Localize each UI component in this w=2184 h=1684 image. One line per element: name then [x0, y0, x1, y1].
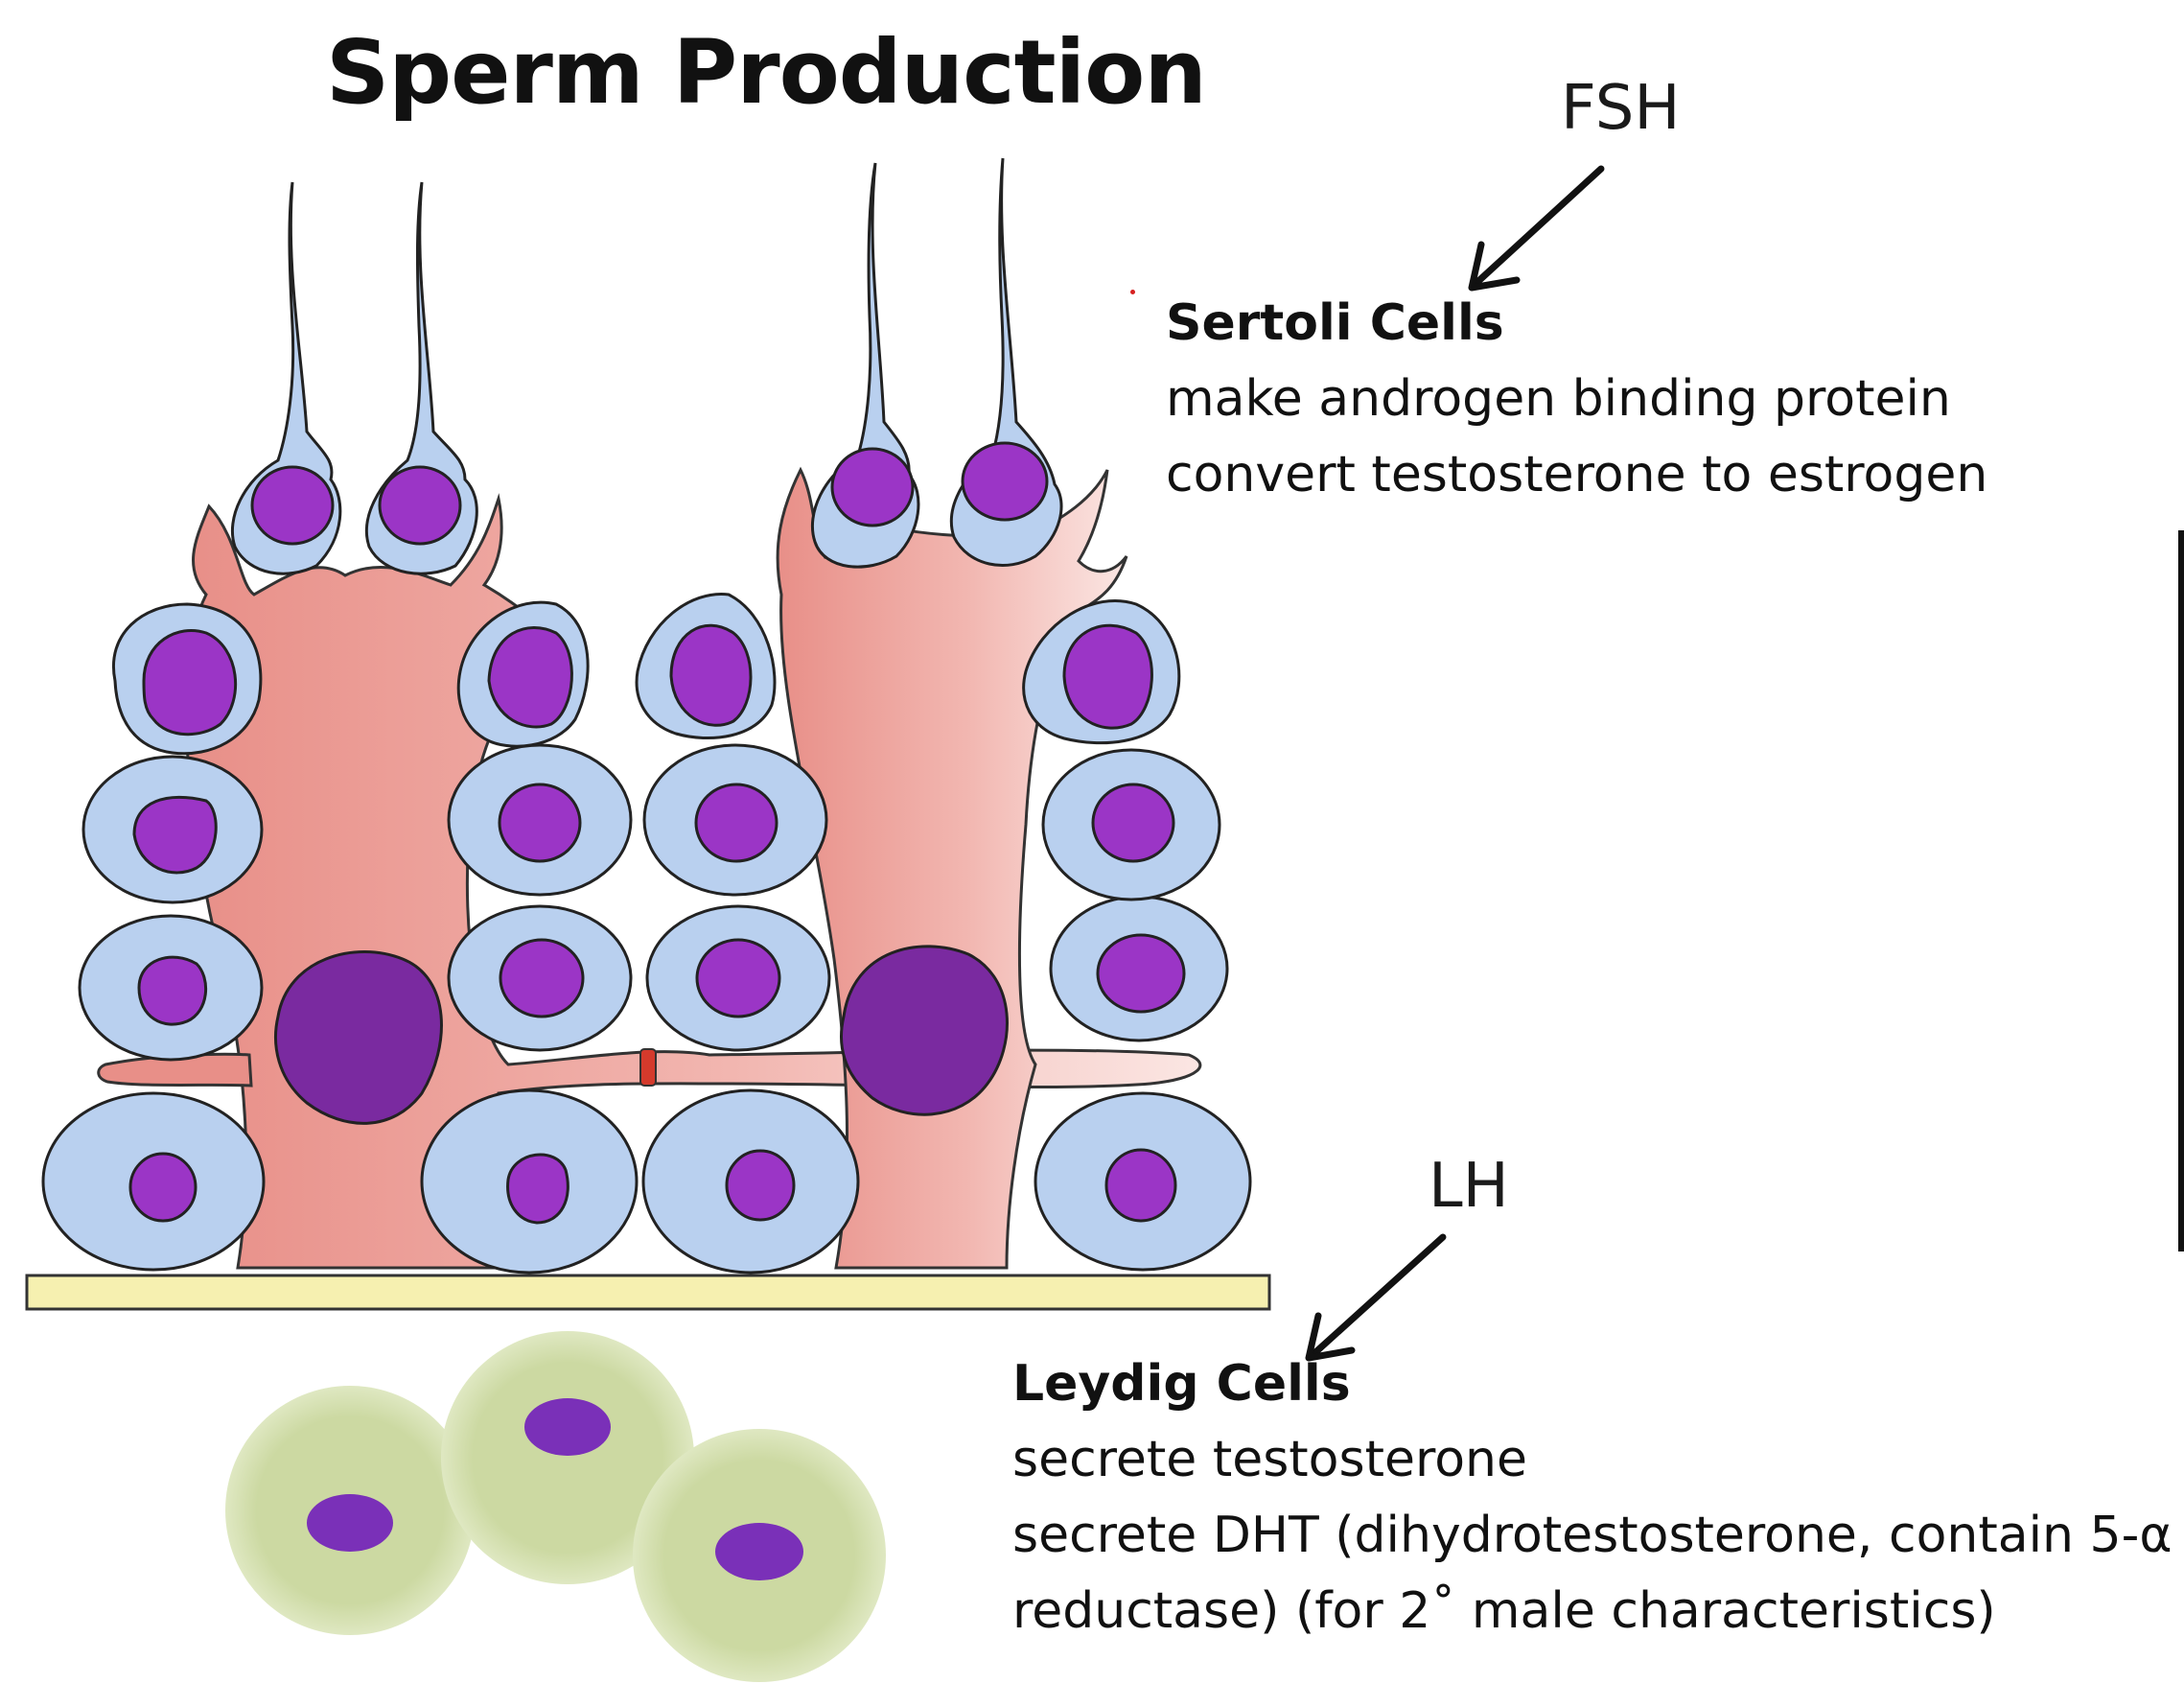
sertoli-nucleus-right: [840, 945, 1009, 1116]
leydig-line-2: secrete DHT (dihydrotestosterone, contai…: [1012, 1507, 2172, 1564]
leydig-heading: Leydig Cells: [1012, 1355, 1351, 1413]
right-edge-bar: [2178, 530, 2184, 1251]
leydig-line-1: secrete testosterone: [1012, 1431, 1527, 1488]
fsh-label: FSH: [1561, 73, 1681, 144]
red-dot: [1130, 290, 1135, 294]
basement-membrane: [25, 1274, 1271, 1311]
leydig-cells: [225, 1331, 886, 1682]
lh-arrow: [1305, 1233, 1447, 1362]
tight-junction: [639, 1048, 657, 1087]
sertoli-line-2: convert testosterone to estrogen: [1166, 446, 1988, 503]
sertoli-heading: Sertoli Cells: [1166, 294, 1504, 352]
sertoli-text-block: Sertoli Cells make androgen binding prot…: [1166, 286, 1987, 513]
spermatozoa: [230, 157, 1063, 575]
fsh-arrow: [1468, 165, 1605, 292]
leydig-text-block: Leydig Cells secrete testosterone secret…: [1012, 1346, 2172, 1649]
page-title: Sperm Production: [326, 21, 1207, 124]
leydig-line-3: reductase) (for 2˚ male characteristics): [1012, 1582, 1996, 1640]
lh-label: LH: [1429, 1151, 1509, 1222]
sperm-nuclei: [250, 441, 1049, 546]
sertoli-nucleus-left: [274, 950, 443, 1125]
sertoli-line-1: make androgen binding protein: [1166, 370, 1951, 428]
germ-cell-nuclei: [128, 623, 1186, 1225]
